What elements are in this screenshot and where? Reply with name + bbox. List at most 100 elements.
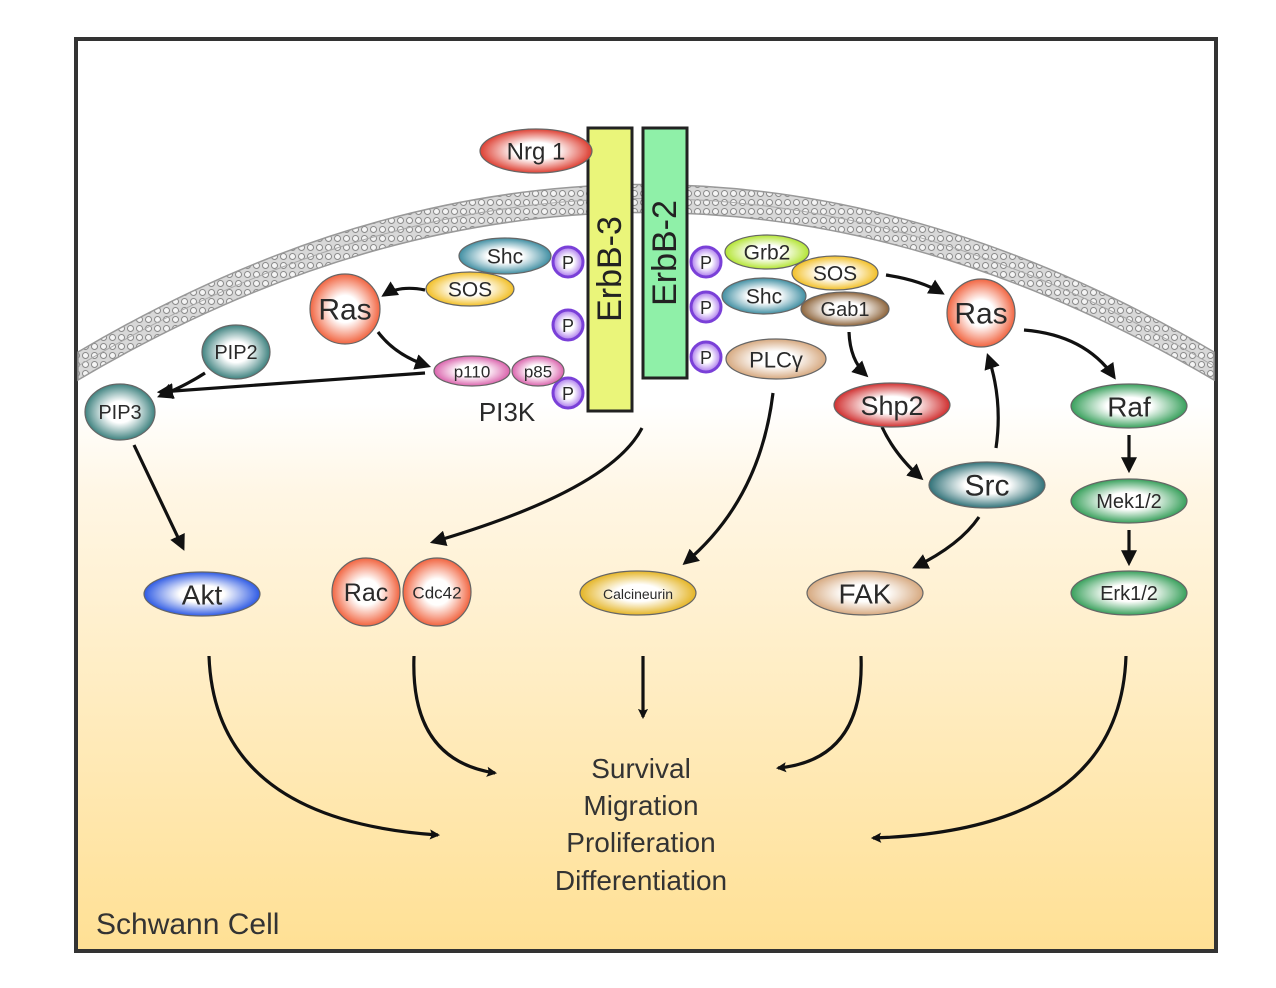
node-erk[interactable]: Erk1/2 <box>1070 570 1188 616</box>
cell-type-label: Schwann Cell <box>96 908 279 941</box>
node-label: Shp2 <box>860 391 923 421</box>
node-cdc42[interactable]: Cdc42 <box>402 557 472 627</box>
node-rac[interactable]: Rac <box>331 557 401 627</box>
node-shape <box>791 255 879 291</box>
node-shape <box>402 557 472 627</box>
phospho-site: P <box>689 290 723 324</box>
arrow-shp2-to-src <box>880 426 924 481</box>
node-ras-left[interactable]: Ras <box>309 273 381 345</box>
arrow-akt-to-outcomes <box>207 655 441 840</box>
arrow-ras-to-raf <box>1023 328 1116 380</box>
arrow-erk-to-outcomes <box>870 655 1128 843</box>
phospho-label: P <box>700 298 712 318</box>
node-shape <box>458 237 552 275</box>
node-plcg[interactable]: PLCγ <box>725 338 827 380</box>
node-shape <box>725 338 827 380</box>
node-grb2[interactable]: Grb2 <box>724 234 810 270</box>
pi3k-label: PI3K <box>479 397 536 427</box>
node-shp2[interactable]: Shp2 <box>833 382 951 428</box>
phospho-label: P <box>700 348 712 368</box>
receptor-erbb3[interactable]: ErbB-3 <box>586 126 634 413</box>
arrow-gab1-to-shp2 <box>847 331 869 378</box>
node-label: Calcineurin <box>603 586 673 602</box>
node-shape <box>724 234 810 270</box>
node-label: SOS <box>813 263 857 286</box>
node-shape <box>479 128 593 174</box>
arrow-sos-to-ras-left <box>381 281 426 297</box>
node-shc-left[interactable]: Shc <box>458 237 552 275</box>
node-sos-left[interactable]: SOS <box>425 271 515 307</box>
phospho-site: P <box>689 340 723 374</box>
phospho-label: P <box>562 316 574 336</box>
node-shape <box>201 324 271 380</box>
node-label: SOS <box>448 279 492 302</box>
node-shape <box>511 355 565 387</box>
phospho-label: P <box>562 384 574 404</box>
node-src[interactable]: Src <box>928 461 1046 509</box>
outcome-proliferation: Proliferation <box>566 827 715 858</box>
node-fak[interactable]: FAK <box>806 570 924 616</box>
node-shc-right[interactable]: Shc <box>721 277 807 315</box>
phospho-site: P <box>551 376 585 410</box>
node-p85[interactable]: p85 <box>511 355 565 387</box>
node-gab1[interactable]: Gab1 <box>800 291 890 327</box>
node-label: p110 <box>454 363 491 382</box>
node-sos-right[interactable]: SOS <box>791 255 879 291</box>
node-label: Raf <box>1107 392 1151 423</box>
arrow-src-to-ras <box>984 352 1000 449</box>
cellular-outcomes: Survival Migration Proliferation Differe… <box>555 753 727 896</box>
node-label: Erk1/2 <box>1100 583 1158 605</box>
node-shape <box>928 461 1046 509</box>
node-ras-right[interactable]: Ras <box>946 278 1016 348</box>
node-label: Ras <box>318 294 371 327</box>
arrow-fak-to-outcomes <box>775 655 863 773</box>
receptor-erbb2[interactable]: ErbB-2 <box>641 126 689 380</box>
node-ligand[interactable]: Nrg 1 <box>479 128 593 174</box>
node-shape <box>84 383 156 441</box>
node-calcineurin[interactable]: Calcineurin <box>579 570 697 616</box>
receptor-label: ErbB-3 <box>591 216 629 322</box>
node-label: Grb2 <box>744 242 791 265</box>
node-label: Nrg 1 <box>507 139 566 166</box>
node-shape <box>143 571 261 617</box>
node-shape <box>806 570 924 616</box>
node-shape <box>331 557 401 627</box>
arrows <box>132 273 1137 843</box>
node-pip3[interactable]: PIP3 <box>84 383 156 441</box>
arrow-pip3-to-akt <box>132 444 185 551</box>
phospho-site: P <box>689 245 723 279</box>
arrow-rac-to-outcomes <box>412 655 498 777</box>
node-pip2[interactable]: PIP2 <box>201 324 271 380</box>
node-p110[interactable]: p110 <box>433 355 511 387</box>
arrow-pip2-to-pip3 <box>157 371 206 399</box>
phospho-sites: P P P P P P <box>551 245 723 410</box>
outcome-differentiation: Differentiation <box>555 865 727 896</box>
node-label: Gab1 <box>821 299 870 321</box>
node-akt[interactable]: Akt <box>143 571 261 617</box>
node-label: Shc <box>487 246 523 269</box>
node-label: FAK <box>839 579 892 610</box>
node-label: p85 <box>524 363 552 382</box>
node-shape <box>425 271 515 307</box>
node-label: PIP3 <box>98 402 141 424</box>
node-shape <box>1070 383 1188 429</box>
node-shape <box>1070 478 1188 524</box>
node-label: Mek1/2 <box>1096 491 1162 513</box>
outcome-migration: Migration <box>583 790 698 821</box>
node-mek[interactable]: Mek1/2 <box>1070 478 1188 524</box>
arrow-ras-to-p110 <box>376 331 432 370</box>
node-shape <box>800 291 890 327</box>
arrow-sos-to-ras-right <box>885 273 945 295</box>
phospho-label: P <box>562 253 574 273</box>
node-shape <box>433 355 511 387</box>
node-label: Akt <box>182 580 223 611</box>
receptor-label: ErbB-2 <box>646 200 684 306</box>
node-label: Rac <box>344 579 388 607</box>
node-raf[interactable]: Raf <box>1070 383 1188 429</box>
phospho-label: P <box>700 253 712 273</box>
phospho-site: P <box>551 245 585 279</box>
arrow-pi3k-to-pip3 <box>156 371 426 400</box>
node-shape <box>579 570 697 616</box>
